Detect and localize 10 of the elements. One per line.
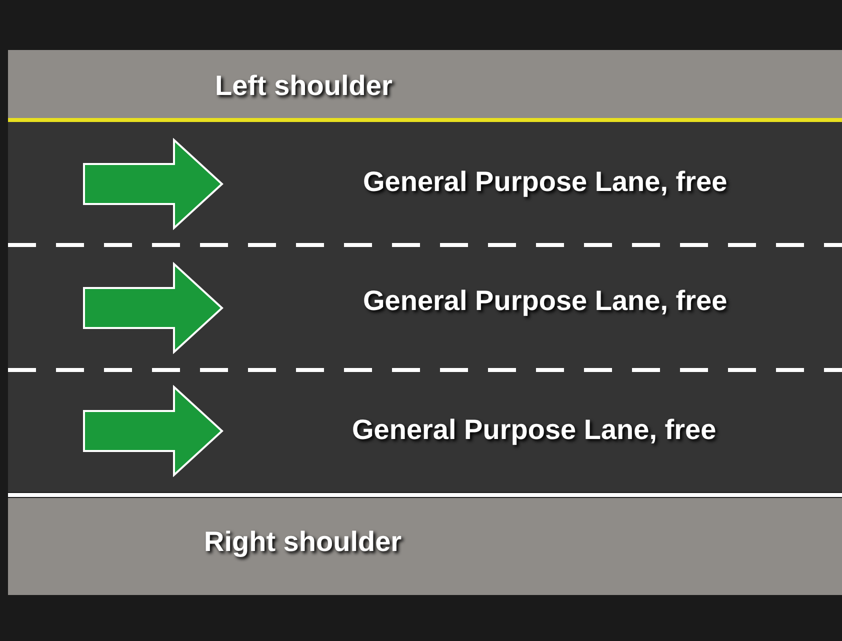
lane-band [8, 122, 842, 245]
lane-label: General Purpose Lane, free [363, 285, 728, 317]
lane-band [8, 370, 842, 492]
lane-band [8, 245, 842, 370]
lane-label: General Purpose Lane, free [352, 414, 716, 446]
shoulder-label: Left shoulder [215, 70, 392, 102]
shoulder-label: Right shoulder [204, 526, 402, 558]
shoulder-band [8, 498, 842, 595]
shoulder-band [8, 50, 842, 118]
lane-label: General Purpose Lane, free [363, 166, 728, 198]
